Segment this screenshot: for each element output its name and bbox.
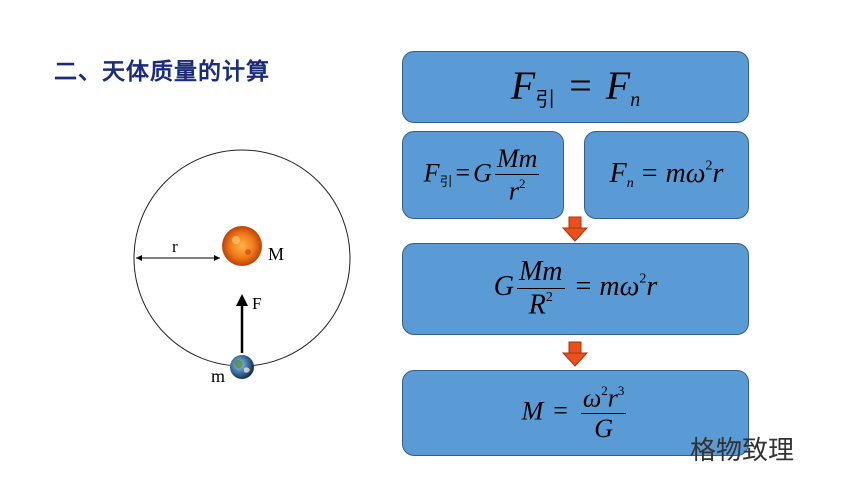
radius-arrow-right	[214, 255, 220, 261]
watermark-text: 格物致理	[690, 430, 794, 467]
orbit-diagram	[120, 140, 370, 390]
force-arrowhead	[236, 294, 248, 306]
radius-label: r	[172, 237, 178, 257]
sun-icon	[222, 226, 262, 266]
formula-box-centripetal: Fn=mω2r	[584, 131, 749, 219]
earth-icon	[230, 355, 254, 379]
planet-mass-label: m	[211, 366, 225, 387]
formula-box-gravity-equals-centripetal: F引=Fn	[402, 51, 749, 123]
force-label: F	[252, 294, 261, 314]
sun-mass-label: M	[268, 244, 284, 265]
slide-title: 二、天体质量的计算	[54, 52, 270, 86]
radius-arrow-left	[136, 255, 142, 261]
down-arrow-icon	[562, 216, 588, 242]
formula-F: F	[511, 63, 535, 108]
down-arrow-icon	[562, 341, 588, 367]
